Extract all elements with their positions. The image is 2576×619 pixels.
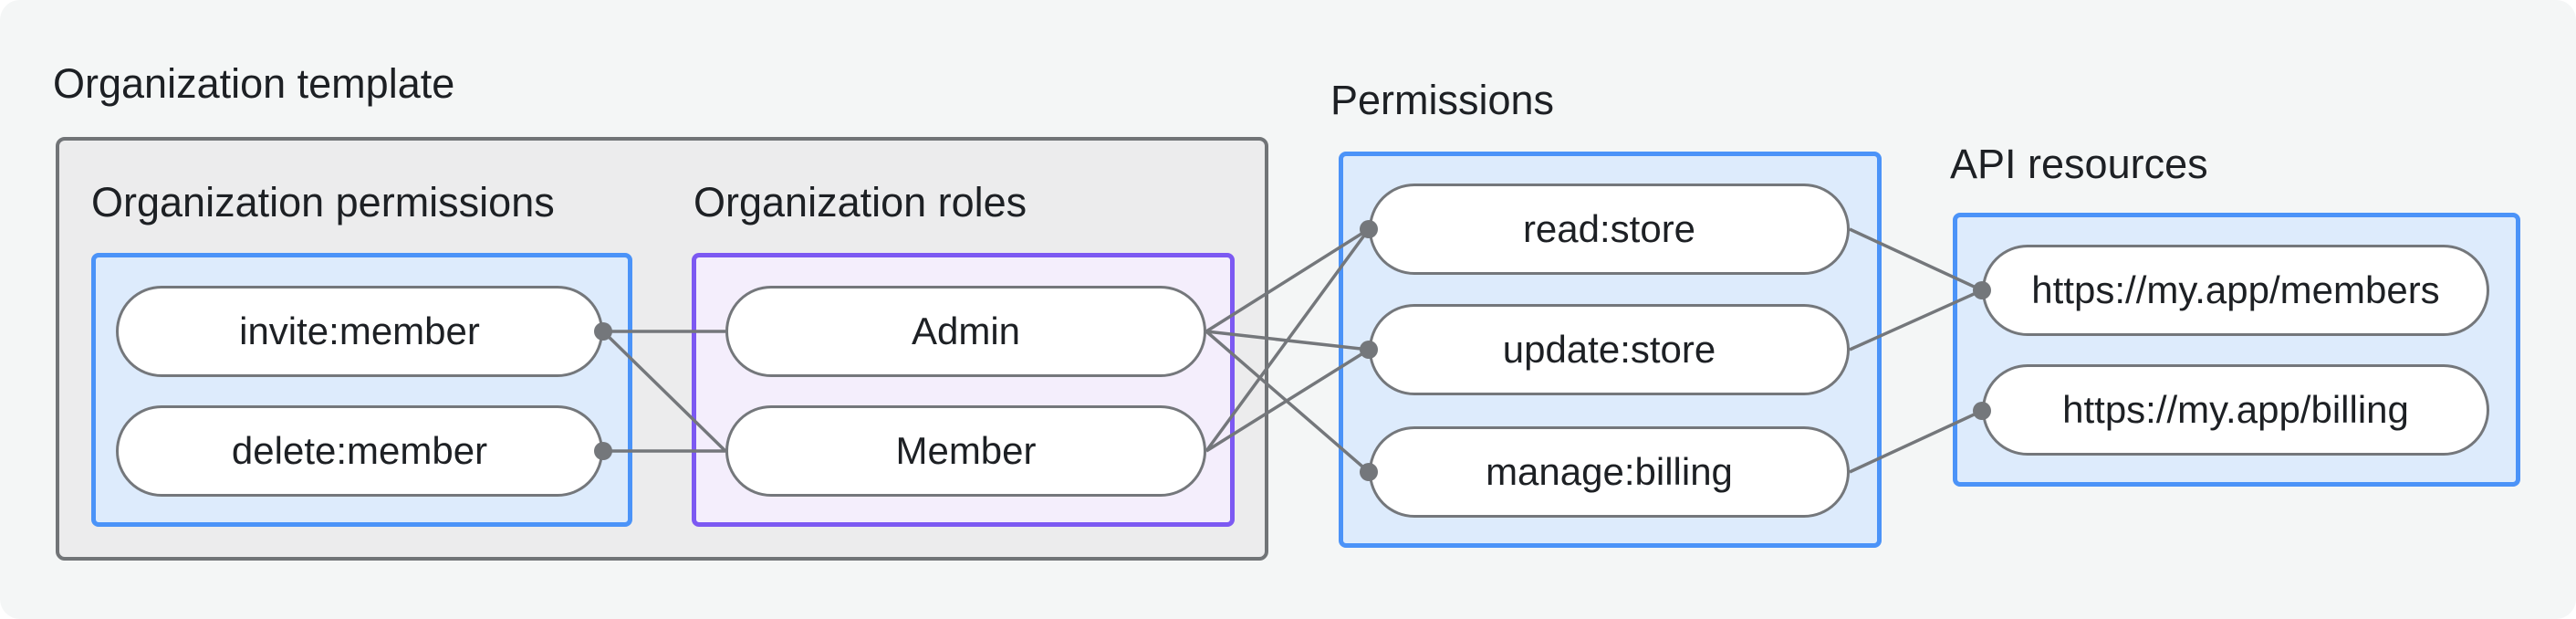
node-invite-member: invite:member [116, 286, 603, 377]
node-api-billing: https://my.app/billing [1982, 364, 2489, 456]
api-resources-label: API resources [1950, 141, 2208, 187]
organization-roles-label: Organization roles [694, 179, 1027, 226]
node-delete-member: delete:member [116, 405, 603, 497]
node-admin: Admin [725, 286, 1206, 377]
organization-permissions-label: Organization permissions [91, 179, 555, 226]
node-member: Member [725, 405, 1206, 497]
node-api-members: https://my.app/members [1982, 245, 2489, 336]
node-update-store: update:store [1369, 304, 1850, 395]
node-manage-billing: manage:billing [1369, 426, 1850, 518]
permissions-label: Permissions [1330, 77, 1555, 123]
node-read-store: read:store [1369, 184, 1850, 275]
organization-template-title: Organization template [53, 60, 455, 107]
